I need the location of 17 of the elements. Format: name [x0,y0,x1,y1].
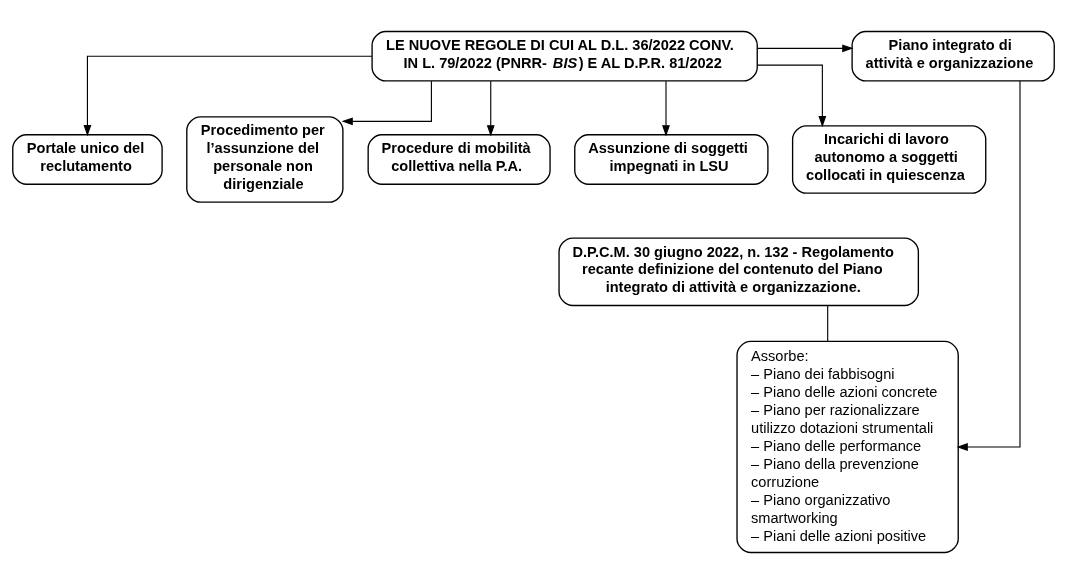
arrow [662,80,670,137]
arrow [956,80,1021,451]
arrow [341,80,432,126]
node-box: D.P.C.M. 30 giugno 2022, n. 132 - Regolamento recante definizione del contenuto del Piano integrato di attività e organizzazione. [558,237,920,307]
node-box: Procedure di mobilità collettiva nella P.A. [367,134,551,185]
node-box: Procedimento per l’assunzione del personale non dirigenziale [186,116,344,203]
node-box: Portale unico del reclutamento [12,134,163,185]
node-box: Assorbe: – Piano dei fabbisogni – Piano delle azioni concrete – Piano per razionalizzare utilizzo dotazioni strumentali – Piano delle performance – Piano della prevenzione corruzione – Piano organizzativo smartworking – Piani delle azioni positive [736,340,959,554]
node-box: LE NUOVE REGOLE DI CUI AL D.L. 36/2022 CONV. IN L. 79/2022 (PNRR-BIS) E AL D.P.R. 81/2022 [371,30,758,82]
arrow [83,55,373,137]
node-box: Assunzione di soggetti impegnati in LSU [574,134,769,185]
node-box: Incarichi di lavoro autonomo a soggetti collocati in quiescenza [791,125,987,194]
arrow [486,80,495,137]
arrow [756,64,827,128]
arrow [756,44,854,53]
node-box: Piano integrato di attività e organizzazione [851,30,1055,82]
connector [827,305,829,342]
